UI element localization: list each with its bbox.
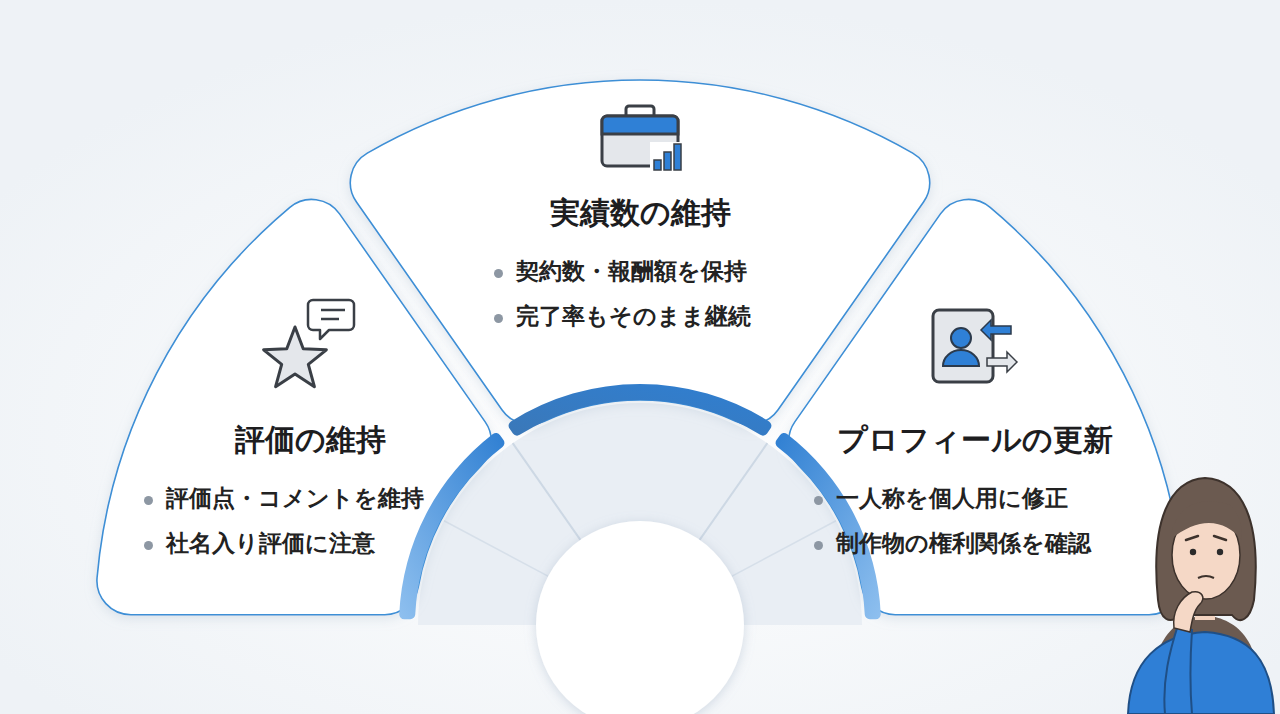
panel-heading: 実績数の維持	[490, 195, 790, 231]
spoke	[513, 443, 583, 543]
bullet-dot	[144, 496, 153, 505]
panel-band	[509, 384, 772, 436]
thinking-woman	[1128, 478, 1274, 714]
bullet-text: 社名入り評価に注意	[166, 530, 375, 556]
bullet-item: 完了率もそのまま継続	[490, 302, 790, 332]
panel-text: 実績数の維持契約数・報酬額を保持完了率もそのまま継続	[490, 195, 790, 347]
heading-text: 評価の維持	[235, 422, 386, 457]
star-icon	[264, 300, 354, 387]
bullet-text: 契約数・報酬額を保持	[516, 258, 747, 284]
bullet-text: 評価点・コメントを維持	[166, 485, 424, 511]
bullet-item: 契約数・報酬額を保持	[490, 257, 790, 287]
panel-heading: 評価の維持	[140, 422, 480, 458]
bullet-dot	[144, 541, 153, 550]
bullet-dot	[814, 496, 823, 505]
panel-text: プロフィールの更新一人称を個人用に修正制作物の権利関係を確認	[810, 422, 1140, 574]
panel-outline	[789, 199, 1183, 614]
case-icon	[602, 106, 684, 172]
panel-text: 評価の維持評価点・コメントを維持社名入り評価に注意	[140, 422, 480, 574]
bullet-item: 一人称を個人用に修正	[810, 484, 1140, 514]
bullet-text: 一人称を個人用に修正	[836, 485, 1068, 511]
panel-band	[776, 433, 881, 619]
panel-heading: プロフィールの更新	[810, 422, 1140, 458]
bullet-item: 評価点・コメントを維持	[140, 484, 480, 514]
fan-panel: プロフィールの更新一人称を個人用に修正制作物の権利関係を確認	[740, 170, 1190, 635]
bullet-item: 制作物の権利関係を確認	[810, 529, 1140, 559]
spoke	[697, 443, 767, 543]
spoke	[444, 521, 552, 578]
panel-shape	[740, 170, 1190, 635]
bullet-text: 制作物の権利関係を確認	[836, 530, 1091, 556]
heading-text: 実績数の維持	[550, 195, 731, 230]
center-circle	[536, 521, 744, 714]
spoke	[728, 521, 836, 578]
bullet-dot	[494, 269, 503, 278]
bullet-item: 社名入り評価に注意	[140, 529, 480, 559]
panel-band	[399, 433, 504, 619]
bullet-dot	[494, 314, 503, 323]
heading-text: プロフィールの更新	[837, 422, 1113, 457]
card-icon	[933, 310, 1017, 382]
bullet-text: 完了率もそのまま継続	[516, 303, 751, 329]
bullet-dot	[814, 541, 823, 550]
